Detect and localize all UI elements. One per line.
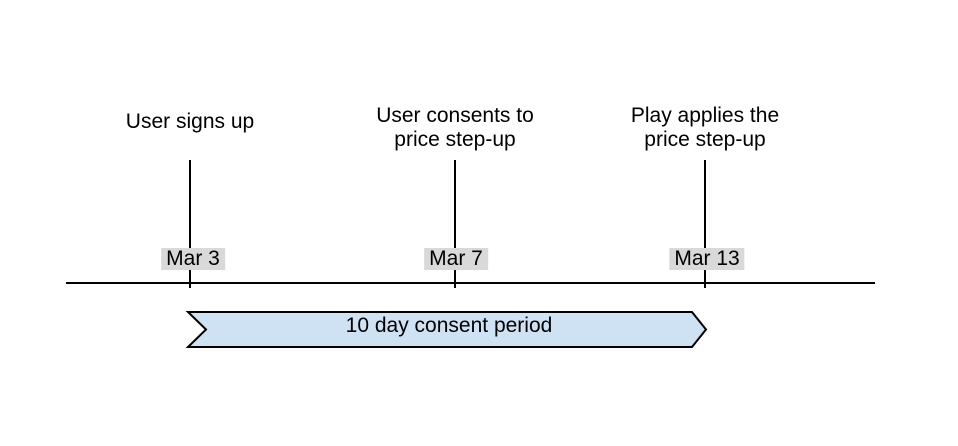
event-title-user-signs-up: User signs up <box>40 110 340 134</box>
event-title-line: User consents to <box>376 104 534 127</box>
event-title-user-consents: User consents to price step-up <box>305 104 605 152</box>
event-title-play-applies: Play applies the price step-up <box>555 104 855 152</box>
date-badge-mar7: Mar 7 <box>424 248 488 270</box>
event-title-line: User signs up <box>125 110 255 133</box>
event-title-line: Play applies the <box>630 104 780 127</box>
event-title-line: price step-up <box>394 128 516 151</box>
date-badge-mar3: Mar 3 <box>161 248 225 270</box>
consent-period-arrow <box>185 311 708 348</box>
event-title-line: price step-up <box>644 128 766 151</box>
consent-period-label: 10 day consent period <box>345 314 553 337</box>
date-badge-mar13: Mar 13 <box>669 248 745 270</box>
